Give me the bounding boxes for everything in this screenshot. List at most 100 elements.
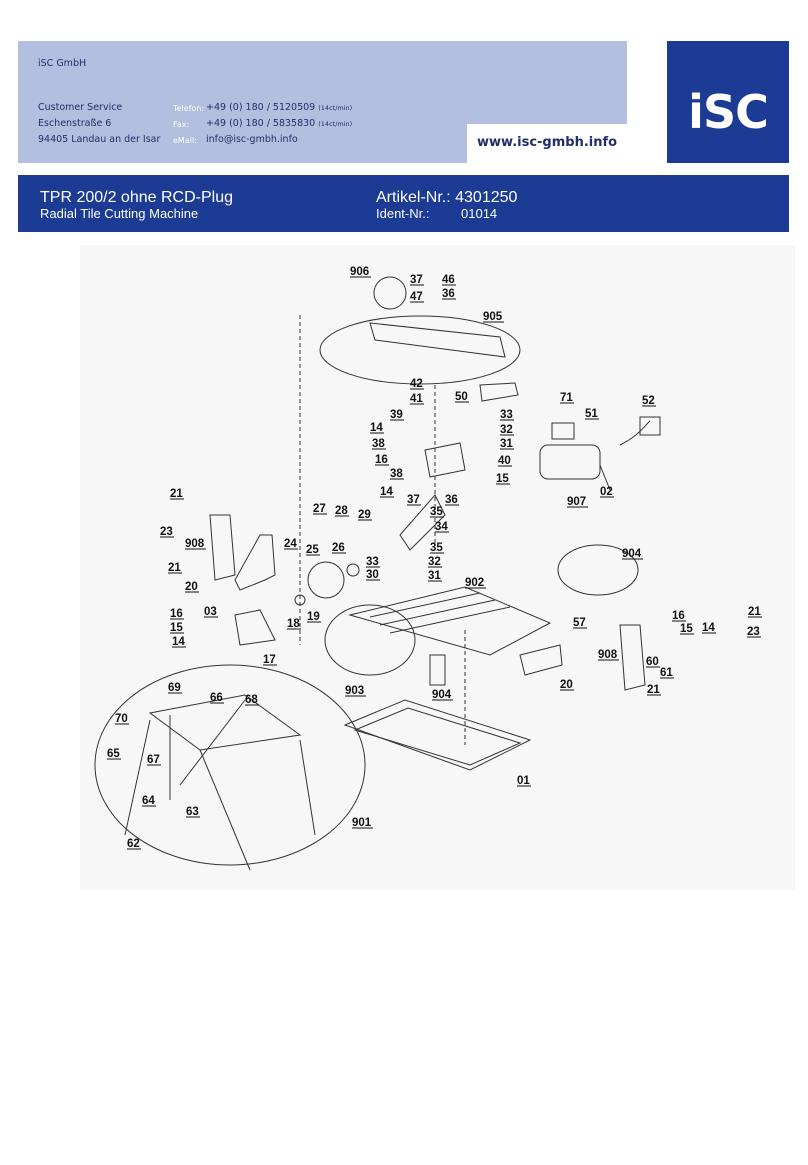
part-label-906: 906 <box>350 266 369 278</box>
website-box: www.isc-gmbh.info <box>467 124 627 163</box>
ident-value: 01014 <box>461 206 498 221</box>
part-label-26: 26 <box>332 542 345 554</box>
table-grooves-shape <box>369 592 511 634</box>
part-label-34: 34 <box>435 521 448 533</box>
guard-rail-shape <box>369 322 506 358</box>
logo-text: iSC <box>688 85 769 139</box>
part-label-71: 71 <box>560 392 573 404</box>
guide-piece-shape <box>429 654 446 686</box>
part-label-29: 29 <box>358 509 371 521</box>
part-label-25: 25 <box>306 544 319 556</box>
part-label-64: 64 <box>142 795 155 807</box>
part-label-31: 31 <box>500 438 513 450</box>
right-rail-support-shape <box>519 644 563 676</box>
part-label-908: 908 <box>185 538 205 550</box>
left-bracket-shape <box>209 514 236 581</box>
part-label-21: 21 <box>748 606 761 618</box>
stand-legs-shape <box>124 699 316 871</box>
company-department: Customer Service <box>38 102 123 113</box>
part-label-30: 30 <box>366 569 379 581</box>
email-label: eMail: <box>173 136 197 145</box>
part-label-15: 15 <box>170 622 183 634</box>
part-label-27: 27 <box>313 503 326 515</box>
right-bracket-shape <box>619 624 646 691</box>
product-title-bar: TPR 200/2 ohne RCD-Plug Radial Tile Cutt… <box>18 175 789 232</box>
part-label-14: 14 <box>370 422 383 434</box>
part-label-40: 40 <box>498 455 511 467</box>
stand-frame-shape <box>148 694 302 751</box>
part-label-60: 60 <box>646 656 659 668</box>
part-label-38: 38 <box>372 438 385 450</box>
website-link[interactable]: www.isc-gmbh.info <box>477 135 618 150</box>
article-number: Artikel-Nr.: 4301250 <box>376 189 518 206</box>
fax-label: Fax: <box>173 120 190 129</box>
part-label-901: 901 <box>352 817 372 829</box>
part-label-69: 69 <box>168 682 181 694</box>
company-city: 94405 Landau an der Isar <box>38 134 161 145</box>
miter-detail-circle <box>324 604 416 676</box>
part-label-23: 23 <box>747 626 760 638</box>
part-label-18: 18 <box>287 618 300 630</box>
part-label-35: 35 <box>430 506 443 518</box>
cable-shape <box>599 420 651 491</box>
part-label-67: 67 <box>147 754 160 766</box>
guard-disc-shape <box>373 276 407 310</box>
part-label-903: 903 <box>345 685 364 697</box>
part-label-51: 51 <box>585 408 598 420</box>
part-label-14: 14 <box>380 486 393 498</box>
part-label-37: 37 <box>407 494 420 506</box>
motor-shape <box>539 444 601 480</box>
part-label-14: 14 <box>702 622 715 634</box>
fax-value: +49 (0) 180 / 5835830 (14ct/min) <box>206 118 353 129</box>
plug-shape <box>639 416 661 436</box>
part-label-902: 902 <box>465 577 484 589</box>
part-label-33: 33 <box>366 556 379 568</box>
blade-housing-shape <box>399 494 446 551</box>
product-description: Radial Tile Cutting Machine <box>40 206 199 221</box>
part-label-02: 02 <box>600 486 613 498</box>
part-label-32: 32 <box>500 424 513 436</box>
part-label-46: 46 <box>442 274 455 286</box>
guide-detail-circle <box>557 544 639 596</box>
part-label-21: 21 <box>647 684 660 696</box>
part-label-33: 33 <box>500 409 513 421</box>
water-tray-inner-shape <box>353 707 522 766</box>
company-name: iSC GmbH <box>38 58 87 69</box>
part-label-907: 907 <box>567 496 586 508</box>
part-label-904: 904 <box>432 689 452 701</box>
blade-guard-shape <box>319 315 521 385</box>
part-label-36: 36 <box>445 494 458 506</box>
ident-label: Ident-Nr.: <box>376 206 430 221</box>
phone-label: Telefon: <box>173 104 205 113</box>
part-label-42: 42 <box>410 378 423 390</box>
part-label-904: 904 <box>622 548 642 560</box>
part-label-68: 68 <box>245 694 258 706</box>
part-label-24: 24 <box>284 538 297 550</box>
part-label-50: 50 <box>455 391 468 403</box>
carriage-shape <box>424 442 466 478</box>
part-label-37: 37 <box>410 274 423 286</box>
part-label-20: 20 <box>560 679 573 691</box>
part-label-61: 61 <box>660 667 673 679</box>
part-label-21: 21 <box>168 562 181 574</box>
part-label-31: 31 <box>428 570 441 582</box>
part-label-16: 16 <box>375 454 388 466</box>
part-label-57: 57 <box>573 617 586 629</box>
part-label-15: 15 <box>496 473 509 485</box>
part-label-19: 19 <box>307 611 320 623</box>
part-label-21: 21 <box>170 488 183 500</box>
email-value[interactable]: info@isc-gmbh.info <box>206 134 298 145</box>
part-label-15: 15 <box>680 623 693 635</box>
part-label-41: 41 <box>410 393 423 405</box>
part-label-28: 28 <box>335 505 348 517</box>
part-label-66: 66 <box>210 692 223 704</box>
part-label-16: 16 <box>672 610 685 622</box>
part-label-65: 65 <box>107 748 120 760</box>
product-name: TPR 200/2 ohne RCD-Plug <box>40 189 233 206</box>
washer-shape <box>294 594 306 606</box>
saw-blade-shape <box>307 561 345 599</box>
part-label-38: 38 <box>390 468 403 480</box>
part-label-03: 03 <box>204 606 217 618</box>
isc-logo: iSC <box>667 41 789 163</box>
